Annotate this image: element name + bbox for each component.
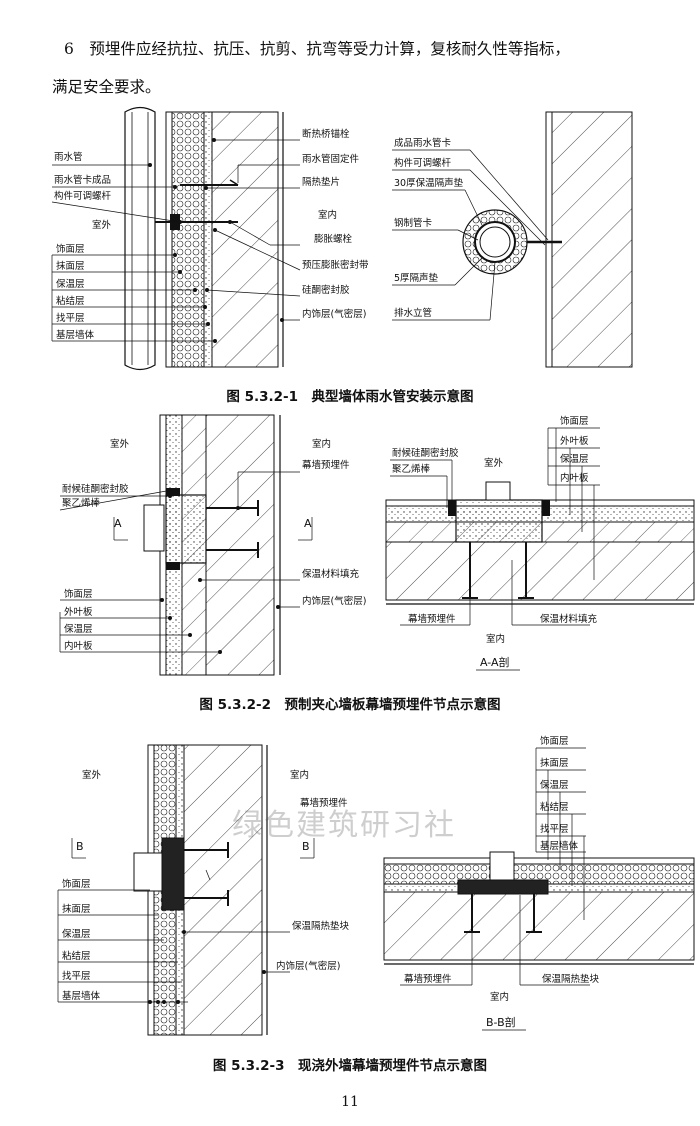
fig2-section-layer: 内叶板 bbox=[560, 472, 589, 484]
fig1-label-clamp: 雨水管卡成品 bbox=[54, 174, 111, 186]
fig1-detail-label: 构件可调螺杆 bbox=[394, 157, 452, 169]
fig2-section-label: 室内 bbox=[486, 633, 505, 645]
fig3-layer-label: 抹面层 bbox=[62, 903, 91, 915]
fig1-label-rod: 构件可调螺杆 bbox=[54, 190, 112, 202]
embedded-part-box bbox=[133, 852, 163, 892]
fig1-detail-label: 30厚保温隔声垫 bbox=[394, 177, 464, 189]
fig2-section-layer: 外叶板 bbox=[560, 435, 589, 447]
pipe-clamp-block bbox=[170, 214, 180, 230]
fig3-section-layer: 保温层 bbox=[540, 779, 569, 791]
fig3-section-layer: 饰面层 bbox=[540, 735, 569, 747]
fig1-detail-label: 排水立管 bbox=[394, 307, 432, 319]
fig2-section-label: 聚乙烯棒 bbox=[392, 463, 431, 475]
fig3-section-layer: 抹面层 bbox=[540, 757, 569, 769]
figure-3-elevation: 室外 B B 室内 幕墙预埋件 保温隔热垫块 内饰层(气密层) 饰面层 抹面层 … bbox=[57, 744, 350, 1036]
fig1-right-label: 膨胀螺栓 bbox=[314, 233, 353, 245]
fig2-section-title: A-A剖 bbox=[480, 655, 510, 669]
fig1-layer-label: 抹面层 bbox=[56, 260, 85, 272]
fig3-label: 幕墙预埋件 bbox=[300, 797, 348, 809]
fig2-label: A bbox=[114, 517, 122, 530]
fig2-section-label: 保温材料填充 bbox=[540, 613, 598, 625]
figure-3-section: 幕墙预埋件 室内 保温隔热垫块 饰面层 抹面层 保温层 粘结层 找平层 基层墙体… bbox=[383, 735, 695, 1031]
fig3-section-layer: 找平层 bbox=[540, 823, 569, 835]
fig2-layer-label: 内叶板 bbox=[64, 640, 93, 652]
fig2-section-label: 幕墙预埋件 bbox=[408, 613, 456, 625]
embedded-part-box bbox=[143, 504, 165, 552]
base-wall bbox=[211, 111, 279, 368]
fig3-layer-label: 基层墙体 bbox=[62, 990, 101, 1002]
figure-2-section: 耐候硅酮密封胶 聚乙烯棒 室外 幕墙预埋件 室内 保温材料填充 饰面层 外叶板 … bbox=[385, 415, 695, 671]
fig3-section-layer: 基层墙体 bbox=[540, 840, 579, 852]
fig3-section-label: 室内 bbox=[490, 991, 509, 1003]
fig3-section-layer: 粘结层 bbox=[540, 801, 569, 813]
fig2-label: 室外 bbox=[110, 438, 130, 450]
fig1-right-label: 硅酮密封胶 bbox=[302, 284, 350, 296]
fig2-label: 保温材料填充 bbox=[302, 568, 360, 580]
rain-pipe bbox=[124, 106, 156, 371]
fig3-label: 室外 bbox=[82, 769, 102, 781]
fig3-section-label: 保温隔热垫块 bbox=[542, 973, 600, 985]
fig2-label: 室内 bbox=[312, 438, 331, 450]
fig3-layer-label: 保温层 bbox=[62, 928, 91, 940]
figure-1-elevation: 雨水管 雨水管卡成品 构件可调螺杆 室外 饰面层 抹面层 保温层 粘结层 找平层… bbox=[51, 106, 369, 371]
fig2-label: 内饰层(气密层) bbox=[302, 595, 366, 607]
figure-2-elevation: 室外 耐候硅酮密封胶 聚乙烯棒 A A 室内 幕墙预埋件 保温材料填充 内饰层(… bbox=[59, 414, 366, 676]
insulation-layer bbox=[171, 111, 205, 368]
figure-3-caption: 图 5.3.2-3 现浇外墙幕墙预埋件节点示意图 bbox=[212, 1058, 488, 1074]
fig1-layer-label: 粘结层 bbox=[56, 295, 85, 307]
watermark: 绿色建筑研习社 bbox=[232, 808, 456, 843]
fig3-section-title: B-B剖 bbox=[486, 1015, 516, 1029]
paragraph-line-2: 满足安全要求。 bbox=[52, 78, 161, 96]
fig2-layer-label: 保温层 bbox=[64, 623, 93, 635]
page-number: 11 bbox=[341, 1094, 359, 1110]
fig1-right-label: 室内 bbox=[318, 209, 337, 221]
fig2-section-layer: 保温层 bbox=[560, 453, 589, 465]
fig2-section-layer: 饰面层 bbox=[560, 415, 589, 427]
fig3-layer-label: 找平层 bbox=[62, 970, 91, 982]
fig3-label: 保温隔热垫块 bbox=[292, 920, 350, 932]
fig2-label: 聚乙烯棒 bbox=[62, 497, 101, 509]
fig1-label-pipe: 雨水管 bbox=[54, 151, 83, 163]
fig3-section-label: 幕墙预埋件 bbox=[404, 973, 452, 985]
body-paragraph: 6 预埋件应经抗拉、抗压、抗剪、抗弯等受力计算，复核耐久性等指标， 满足安全要求… bbox=[52, 30, 672, 106]
fig1-right-label: 预压膨胀密封带 bbox=[302, 259, 369, 271]
fig3-label: 室内 bbox=[290, 769, 309, 781]
fig3-label: B bbox=[76, 840, 84, 853]
fig3-layer-label: 粘结层 bbox=[62, 950, 91, 962]
fig1-detail-label: 成品雨水管卡 bbox=[394, 137, 452, 149]
fig1-layer-label: 保温层 bbox=[56, 278, 85, 290]
figure-1-detail: 成品雨水管卡 构件可调螺杆 30厚保温隔声垫 钢制管卡 5厚隔声垫 排水立管 bbox=[392, 111, 633, 368]
fig1-right-label: 内饰层(气密层) bbox=[302, 308, 366, 320]
fig1-layer-label: 饰面层 bbox=[56, 243, 85, 255]
fig3-layer-label: 饰面层 bbox=[62, 878, 91, 890]
fig2-section-label: 耐候硅酮密封胶 bbox=[392, 447, 459, 459]
fig2-label: 幕墙预埋件 bbox=[302, 459, 350, 471]
figure-2-caption: 图 5.3.2-2 预制夹心墙板幕墙预埋件节点示意图 bbox=[199, 697, 501, 713]
fig1-right-label: 雨水管固定件 bbox=[302, 153, 360, 165]
fig3-label: 内饰层(气密层) bbox=[276, 960, 340, 972]
figure-1-caption: 图 5.3.2-1 典型墙体雨水管安装示意图 bbox=[226, 389, 474, 405]
fig1-detail-label: 钢制管卡 bbox=[394, 217, 433, 229]
fig2-layer-label: 饰面层 bbox=[64, 588, 93, 600]
fig1-layer-label: 基层墙体 bbox=[56, 329, 95, 341]
fig1-label-outdoor: 室外 bbox=[92, 219, 112, 231]
fig2-label: 耐候硅酮密封胶 bbox=[62, 483, 129, 495]
fig1-detail-label: 5厚隔声垫 bbox=[394, 272, 439, 284]
paragraph-line-1: 6 预埋件应经抗拉、抗压、抗剪、抗弯等受力计算，复核耐久性等指标， bbox=[64, 40, 570, 58]
fig1-right-label: 断热桥锚栓 bbox=[302, 128, 350, 140]
fig2-section-label: 室外 bbox=[484, 457, 504, 469]
fig1-right-label: 隔热垫片 bbox=[302, 176, 340, 188]
fig2-label: A bbox=[304, 517, 312, 530]
fig3-label: B bbox=[302, 840, 310, 853]
fig1-layer-label: 找平层 bbox=[56, 312, 85, 324]
fig2-layer-label: 外叶板 bbox=[64, 606, 93, 618]
